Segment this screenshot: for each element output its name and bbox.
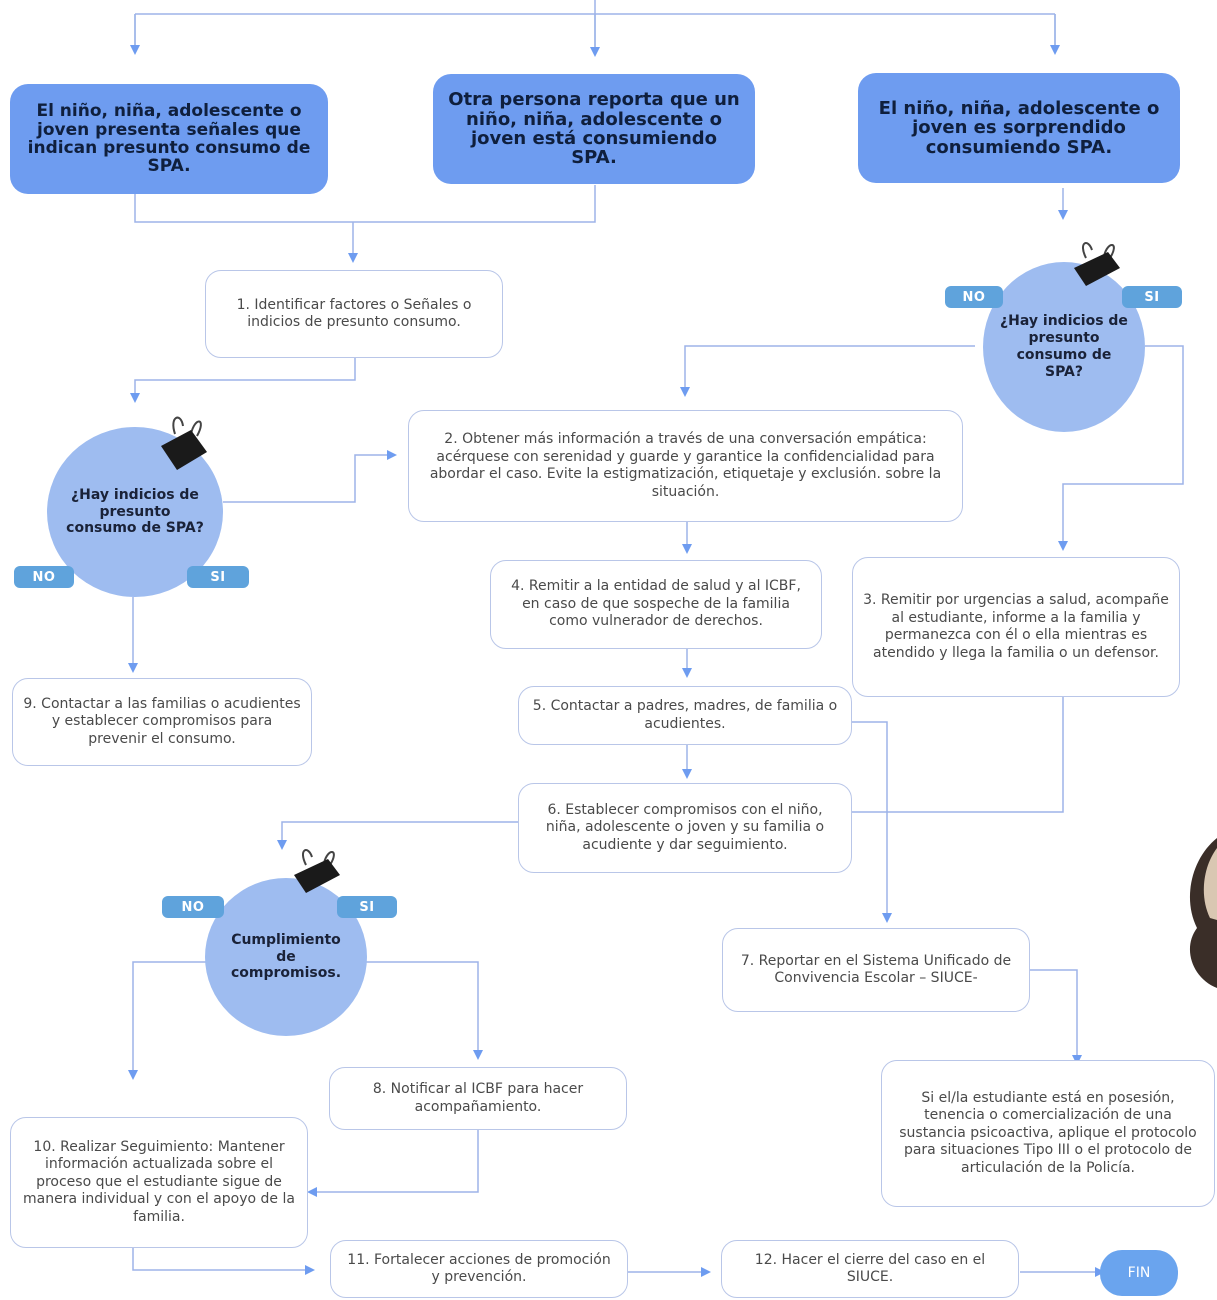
decision-indicios-right: ¿Hay indicios de presunto consumo de SPA…	[983, 262, 1145, 432]
step-9-box: 9. Contactar a las familias o acudientes…	[12, 678, 312, 766]
si-tag: SI	[187, 566, 249, 588]
decision-text: ¿Hay indicios de presunto consumo de SPA…	[66, 486, 204, 537]
step-text: 2. Obtener más información a través de u…	[429, 431, 942, 500]
step-text: 3. Remitir por urgencias a salud, acompa…	[863, 592, 1169, 661]
step-1-box: 1. Identificar factores o Señales o indi…	[205, 270, 503, 358]
step-text: 10. Realizar Seguimiento: Mantener infor…	[23, 1138, 295, 1225]
step-text: 8. Notificar al ICBF para hacer acompaña…	[372, 1081, 584, 1115]
step-11-box: 11. Fortalecer acciones de promoción y p…	[330, 1240, 628, 1298]
step-text: 12. Hacer el cierre del caso en el SIUCE…	[754, 1251, 986, 1286]
step-text: 9. Contactar a las familias o acudientes…	[23, 695, 301, 747]
step-text: 6. Establecer compromisos con el niño, n…	[545, 801, 825, 853]
decorative-photo-fragment	[1189, 838, 1217, 988]
step-6-box: 6. Establecer compromisos con el niño, n…	[518, 783, 852, 873]
fin-terminal: FIN	[1100, 1250, 1178, 1296]
step-text: 7. Reportar en el Sistema Unificado de C…	[740, 952, 1012, 987]
step-text: 11. Fortalecer acciones de promoción y p…	[347, 1251, 611, 1286]
no-tag: NO	[945, 286, 1003, 308]
step-3-box: 3. Remitir por urgencias a salud, acompa…	[852, 557, 1180, 697]
tipo-3-box: Si el/la estudiante está en posesión, te…	[881, 1060, 1215, 1207]
step-12-box: 12. Hacer el cierre del caso en el SIUCE…	[721, 1240, 1019, 1298]
step-text: 4. Remitir a la entidad de salud y al IC…	[511, 578, 801, 630]
step-text: Si el/la estudiante está en posesión, te…	[899, 1089, 1197, 1176]
start-box-text: Otra persona reporta que un niño, niña, …	[448, 89, 740, 169]
start-box-text: El niño, niña, adolescente o joven es so…	[878, 97, 1160, 158]
no-tag: NO	[162, 896, 224, 918]
si-tag: SI	[1122, 286, 1182, 308]
binder-clip-icon	[1074, 242, 1120, 286]
start-box-report: Otra persona reporta que un niño, niña, …	[433, 74, 755, 184]
step-text: 5. Contactar a padres, madres, de famili…	[532, 698, 838, 732]
step-5-box: 5. Contactar a padres, madres, de famili…	[518, 686, 852, 745]
step-10-box: 10. Realizar Seguimiento: Mantener infor…	[10, 1117, 308, 1248]
step-7-box: 7. Reportar en el Sistema Unificado de C…	[722, 928, 1030, 1012]
start-box-text: El niño, niña, adolescente o joven prese…	[27, 101, 311, 177]
decision-text: Cumplimiento de compromisos.	[230, 931, 342, 982]
start-box-caught: El niño, niña, adolescente o joven es so…	[858, 73, 1180, 183]
binder-clip-icon	[161, 416, 207, 470]
step-text: 1. Identificar factores o Señales o indi…	[236, 296, 472, 331]
step-4-box: 4. Remitir a la entidad de salud y al IC…	[490, 560, 822, 649]
start-box-signs: El niño, niña, adolescente o joven prese…	[10, 84, 328, 194]
binder-clip-icon	[294, 849, 340, 893]
no-tag: NO	[14, 566, 74, 588]
connector-merge	[134, 185, 596, 258]
decision-text: ¿Hay indicios de presunto consumo de SPA…	[1000, 313, 1128, 380]
step-2-box: 2. Obtener más información a través de u…	[408, 410, 963, 522]
step-8-box: 8. Notificar al ICBF para hacer acompaña…	[329, 1067, 627, 1130]
si-tag: SI	[337, 896, 397, 918]
